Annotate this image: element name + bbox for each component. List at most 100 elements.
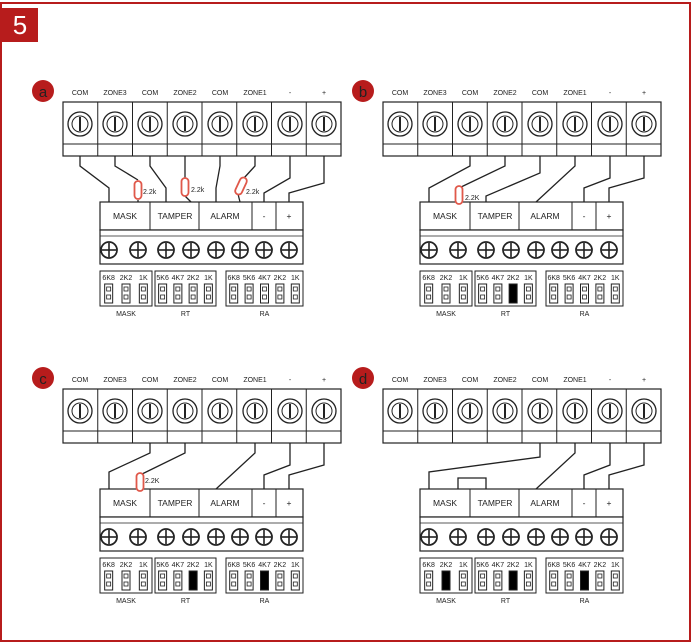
jumper-pin — [495, 286, 501, 292]
jumper-pin — [106, 294, 112, 300]
resistor-body — [234, 176, 248, 196]
jumper-pin-pair — [595, 283, 605, 304]
jumper-header-label-7: 6K8 — [227, 562, 240, 569]
jumper-pin — [205, 294, 211, 300]
jumper-pin — [426, 286, 432, 292]
jumper-pin — [106, 581, 112, 587]
jumper-group-label-2: RA — [580, 598, 590, 605]
module-label-1: TAMPER — [478, 211, 513, 221]
jumper-pin-pair — [138, 570, 148, 591]
jumper-header-label-9: 4K7 — [258, 562, 271, 569]
jumper-pin — [443, 286, 449, 292]
module-label-2: ALARM — [210, 211, 239, 221]
panel-badge — [352, 367, 374, 389]
wire-4 — [535, 156, 576, 203]
jumper-header-label-8: 5K6 — [563, 275, 576, 282]
jumper-pin — [551, 573, 557, 579]
jumper-pin-pair — [458, 283, 468, 304]
terminal-label-3: ZONE2 — [173, 377, 196, 384]
resistor-body — [180, 177, 190, 197]
jumper-pin — [551, 286, 557, 292]
jumper-pin — [597, 294, 603, 300]
jumper-pin — [246, 573, 252, 579]
jumper-pin — [292, 286, 298, 292]
jumper-pin-pair — [564, 570, 574, 591]
jumper-pin-pair — [158, 283, 168, 304]
resistor-2 — [234, 176, 248, 196]
jumper-pin — [480, 294, 486, 300]
jumper-group-label-1: RT — [181, 598, 191, 605]
jumper-pin — [426, 294, 432, 300]
resistor-body — [454, 185, 464, 205]
resistor-label-2: 2.2k — [246, 189, 260, 196]
jumper-header-label-9: 4K7 — [578, 562, 591, 569]
module-label-0: MASK — [433, 211, 457, 221]
jumper-pin-pair — [595, 570, 605, 591]
jumper-pin — [597, 581, 603, 587]
jumper-pin — [480, 573, 486, 579]
jumper-pin — [175, 294, 181, 300]
jumper-header-label-2: 1K — [459, 562, 468, 569]
wire-5 — [583, 156, 611, 202]
jumper-pin — [175, 581, 181, 587]
wire-5 — [288, 443, 325, 489]
wire-10 — [288, 156, 325, 202]
wire-2 — [535, 443, 576, 490]
jumper-pin — [551, 294, 557, 300]
module-label-4: + — [607, 498, 612, 508]
terminal-label-0: COM — [392, 90, 409, 97]
jumper-pin — [443, 294, 449, 300]
jumper-pin — [140, 294, 146, 300]
jumper-pin-pair — [580, 283, 589, 304]
jumper-header-label-3: 5K6 — [476, 562, 489, 569]
terminal-label-3: ZONE2 — [493, 90, 516, 97]
jumper-pin-pair — [424, 570, 434, 591]
jumper-header-label-3: 5K6 — [476, 275, 489, 282]
wire-0 — [108, 443, 151, 489]
jumper-pin — [123, 581, 129, 587]
jumper-installed — [508, 283, 518, 304]
jumper-header-label-4: 4K7 — [172, 562, 185, 569]
jumper-header-label-8: 5K6 — [563, 562, 576, 569]
jumper-header-label-8: 5K6 — [243, 562, 256, 569]
panel-badge — [352, 80, 374, 102]
jumper-pin-pair — [523, 283, 533, 304]
step-badge: 5 — [2, 8, 38, 42]
module-label-2: ALARM — [210, 498, 239, 508]
jumper-pin — [566, 286, 572, 292]
jumper-header-label-4: 4K7 — [172, 275, 185, 282]
jumper-header-label-6: 1K — [204, 562, 213, 569]
jumper-pin-pair — [229, 283, 239, 304]
jumper-pin-pair — [290, 570, 300, 591]
panel-badge — [32, 80, 54, 102]
jumper-header-label-11: 1K — [291, 275, 300, 282]
jumper-header-label-7: 6K8 — [547, 275, 560, 282]
jumper-pin — [292, 581, 298, 587]
terminal-label-7: + — [322, 90, 326, 97]
terminal-label-6: - — [289, 90, 292, 97]
module-label-3: - — [583, 498, 586, 508]
jumper-header-label-4: 4K7 — [492, 562, 505, 569]
jumper-pin — [566, 294, 572, 300]
jumper-pin-pair — [173, 283, 183, 304]
jumper-header-label-7: 6K8 — [547, 562, 560, 569]
jumper-pin — [582, 294, 587, 300]
jumper-pin-pair — [158, 570, 168, 591]
jumper-pin-pair — [523, 570, 533, 591]
jumper-group-label-1: RT — [501, 598, 511, 605]
jumper-pin — [566, 573, 572, 579]
terminal-label-2: COM — [462, 90, 479, 97]
wire-1 — [457, 477, 487, 489]
jumper-pin — [495, 294, 501, 300]
jumper-pin-pair — [104, 570, 114, 591]
jumper-header-label-0: 6K8 — [422, 562, 435, 569]
jumper-header-label-10: 2K2 — [594, 275, 607, 282]
jumper-header-label-11: 1K — [291, 562, 300, 569]
jumper-header-label-0: 6K8 — [102, 562, 115, 569]
jumper-group-label-0: MASK — [436, 311, 456, 318]
wire-6 — [215, 156, 221, 202]
jumper-pin — [460, 573, 466, 579]
module-label-1: TAMPER — [478, 498, 513, 508]
jumper-pin-pair — [244, 570, 254, 591]
